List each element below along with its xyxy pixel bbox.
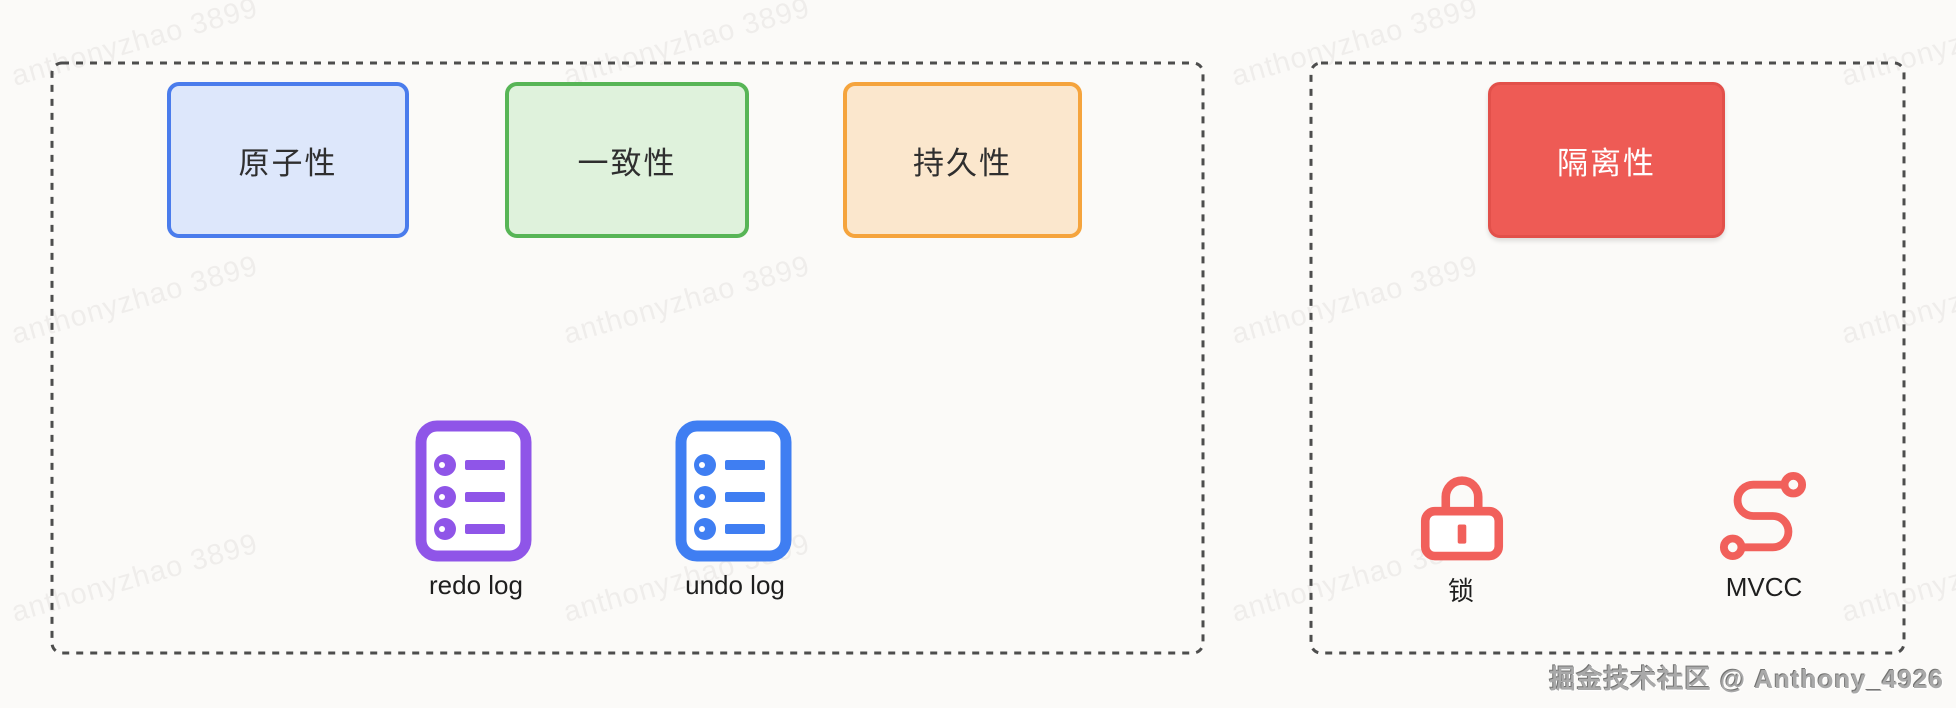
undo-log-label: undo log bbox=[685, 570, 785, 600]
atomicity-label: 原子性 bbox=[238, 145, 338, 181]
mvcc-label: MVCC bbox=[1725, 572, 1803, 602]
consistency-label: 一致性 bbox=[577, 145, 677, 181]
isolation-box: 隔离性 bbox=[1488, 82, 1725, 238]
lock-label: 锁 bbox=[1447, 576, 1474, 606]
isolation-group: 隔离性 锁 MVCC bbox=[1309, 61, 1906, 655]
durability-label: 持久性 bbox=[913, 145, 1012, 181]
isolation-label: 隔离性 bbox=[1557, 145, 1656, 181]
redo-log-label: redo log bbox=[429, 570, 523, 600]
acid-properties-group: 原子性 一致性 持久性 redo log bbox=[50, 61, 1205, 655]
atomicity-box: 原子性 bbox=[167, 82, 409, 238]
route-icon bbox=[1716, 471, 1810, 566]
lock-icon bbox=[1420, 469, 1504, 566]
undo-log-list-icon bbox=[675, 420, 792, 567]
credit-watermark: 掘金技术社区 @ Anthony_4926 bbox=[1549, 664, 1944, 694]
consistency-box: 一致性 bbox=[505, 82, 749, 238]
durability-box: 持久性 bbox=[843, 82, 1082, 238]
redo-log-list-icon bbox=[415, 420, 532, 567]
